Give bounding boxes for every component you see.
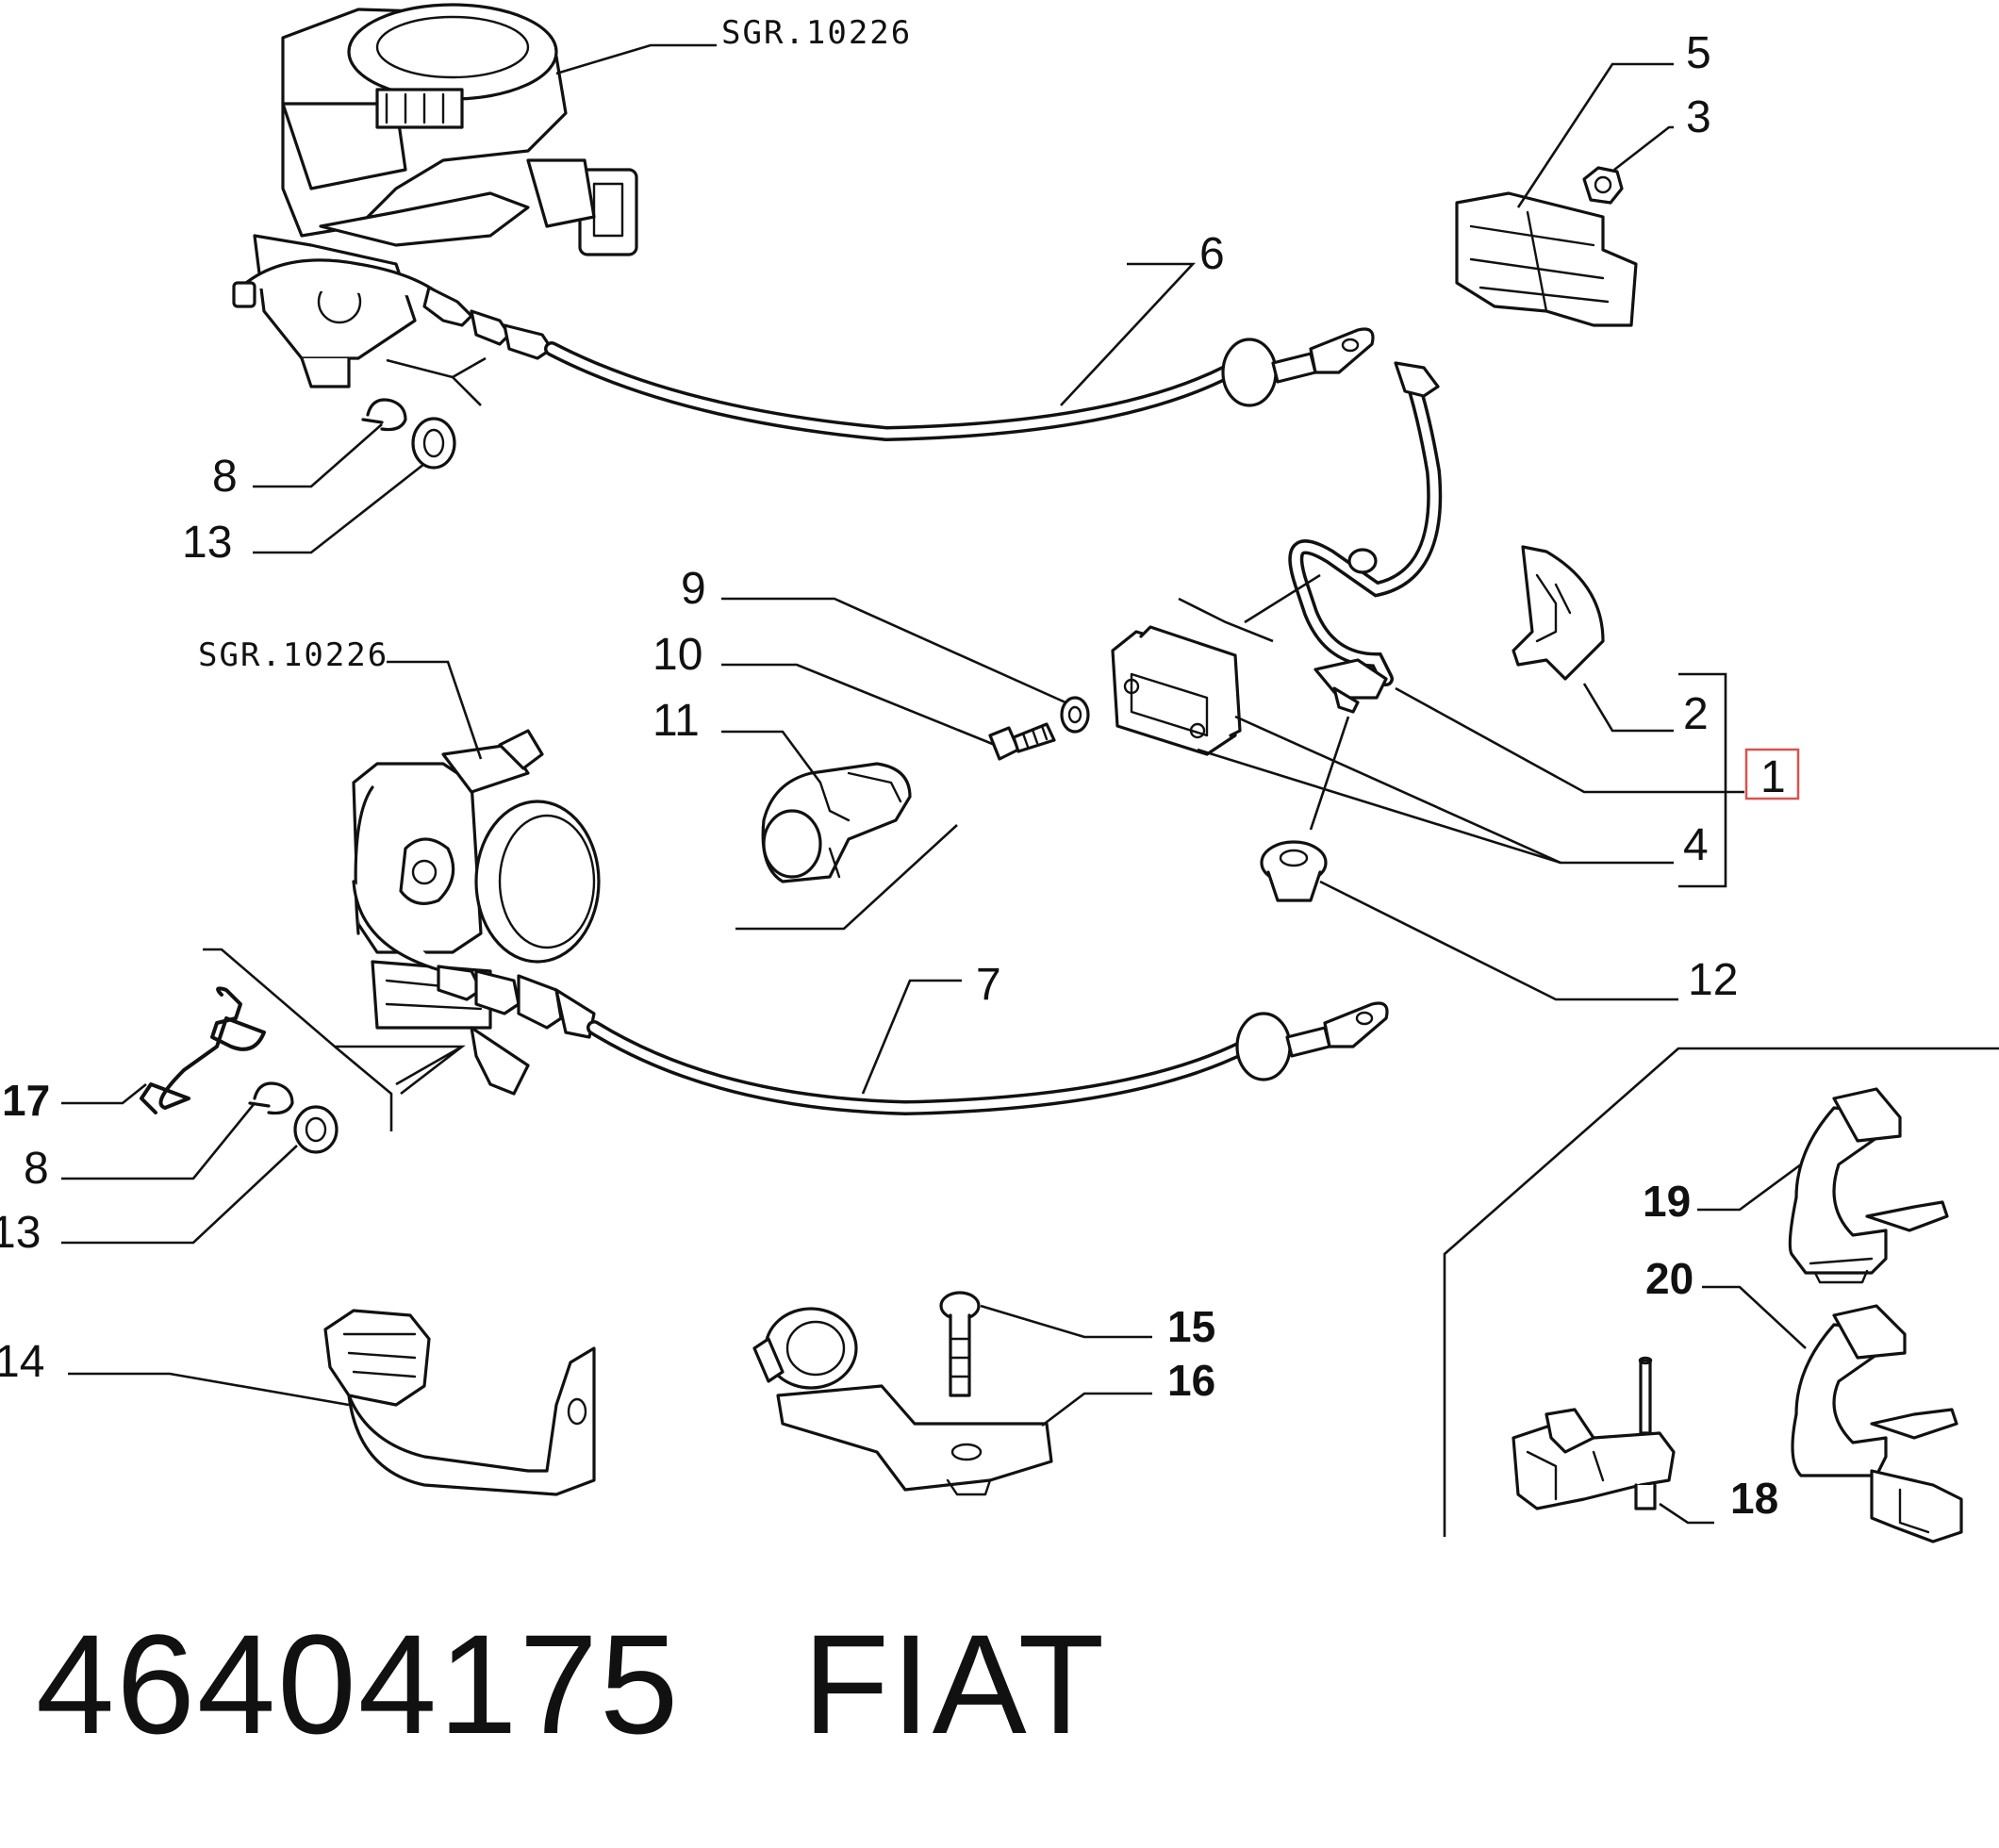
bracket-5 [1455, 191, 1638, 327]
bush-13-bottom [293, 1105, 339, 1154]
reference-label-top: SGR.10226 [721, 14, 912, 52]
part-number: 46404175 [36, 1605, 681, 1763]
support-14 [323, 1309, 596, 1496]
callout-14: 14 [0, 1337, 44, 1387]
carburettor-assembly [253, 3, 638, 388]
callout-4: 4 [1683, 820, 1709, 870]
clip-19 [1788, 1087, 1949, 1284]
callout-5: 5 [1686, 28, 1711, 78]
pedal-rod-1 [1288, 361, 1443, 714]
brand-name: FIAT [802, 1605, 1107, 1763]
callout-9: 9 [681, 564, 706, 614]
accelerator-cable-6 [232, 258, 1375, 442]
bracket-18 [1512, 1356, 1676, 1510]
callout-6: 6 [1199, 229, 1225, 279]
bush-13-top [411, 417, 456, 470]
callout-19: 19 [1643, 1177, 1691, 1226]
throttle-body-assembly [352, 729, 601, 1096]
bolt-10 [988, 722, 1056, 761]
pad-4 [1111, 625, 1242, 756]
callout-17: 17 [2, 1076, 50, 1125]
reference-label-middle: SGR.10226 [198, 636, 388, 674]
accelerator-cable-7 [352, 880, 1389, 1116]
nut-3 [1582, 166, 1624, 205]
callout-13-top: 13 [182, 518, 232, 568]
callout-10: 10 [653, 630, 702, 680]
callout-11: 11 [653, 696, 700, 746]
callout-8-top: 8 [212, 452, 238, 502]
callout-2: 2 [1683, 689, 1709, 739]
clip-8-bottom [248, 1081, 294, 1115]
callout-8-bottom: 8 [24, 1144, 49, 1194]
clip-20 [1791, 1304, 1963, 1543]
bracket-16 [752, 1307, 1053, 1496]
clip-8-top [361, 398, 407, 432]
washer-9 [1060, 696, 1090, 734]
callout-1: 1 [1760, 752, 1786, 802]
spring-clip-17 [140, 986, 266, 1114]
callout-16: 16 [1167, 1356, 1215, 1405]
callout-7: 7 [976, 960, 1001, 1010]
callout-18: 18 [1730, 1474, 1778, 1523]
sensor-11 [761, 762, 912, 883]
bolt-15 [939, 1291, 981, 1397]
plate-2 [1512, 545, 1605, 681]
callout-13-bottom: 13 [0, 1208, 41, 1258]
part-number-footer: 46404175 FIAT [36, 1603, 1106, 1766]
callout-20: 20 [1645, 1254, 1693, 1303]
callout-3: 3 [1686, 92, 1711, 142]
callout-1-highlight [1744, 748, 1800, 800]
callout-12: 12 [1688, 955, 1738, 1005]
inset-frame [1443, 1047, 1999, 1537]
grommet-12 [1260, 840, 1328, 902]
callout-15: 15 [1167, 1302, 1215, 1351]
